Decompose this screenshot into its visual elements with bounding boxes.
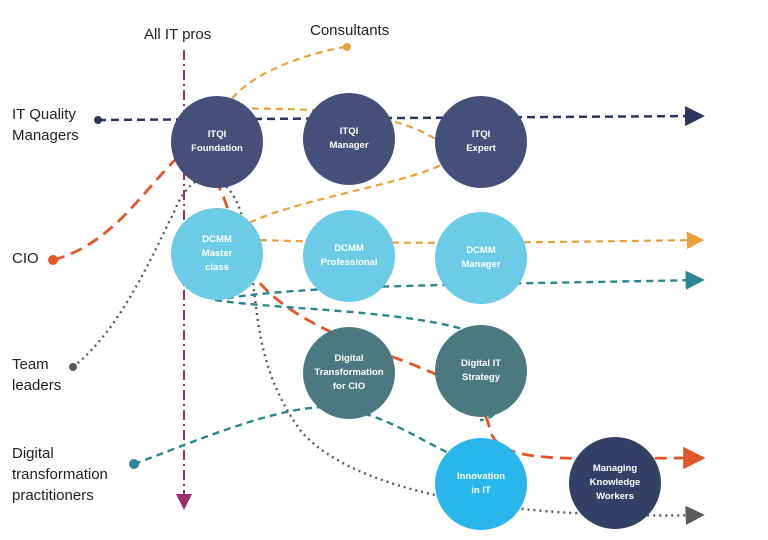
dcmm-master-class-circle: DCMM Master class — [171, 208, 263, 300]
itqi-manager-circle: ITQI Manager — [303, 93, 395, 185]
it-quality-managers-line — [97, 106, 705, 127]
teal-top-path — [214, 270, 705, 302]
dcmm-manager-circle: DCMM Manager — [435, 212, 527, 304]
cio-label: CIO — [12, 250, 39, 267]
team-leaders-label: Team leaders — [12, 356, 62, 394]
dcmm-professional-circle: DCMM Professional — [303, 210, 395, 302]
dtp-path — [133, 405, 471, 466]
digital-transformation-practitioners-label: Digital transformation practitioners — [12, 445, 108, 504]
consultants-path — [224, 45, 346, 109]
innovation-in-it-circle: Innovation in IT — [435, 438, 527, 530]
all-it-pros-label: All IT pros — [144, 26, 212, 43]
digital-it-strategy-circle: Digital IT Strategy — [435, 325, 527, 417]
itqi-foundation-circle: ITQI Foundation — [171, 96, 263, 188]
itqi-expert-circle: ITQI Expert — [435, 96, 527, 188]
consultants-dot — [343, 43, 351, 51]
cio-path — [52, 156, 706, 470]
it-quality-managers-label: IT Quality Managers — [12, 106, 79, 144]
managing-knowledge-workers-circle: Managing Knowledge Workers — [569, 437, 661, 529]
digital-transformation-for-cio-circle: Digital Transformation for CIO — [303, 327, 395, 419]
consultants-label: Consultants — [310, 22, 390, 39]
